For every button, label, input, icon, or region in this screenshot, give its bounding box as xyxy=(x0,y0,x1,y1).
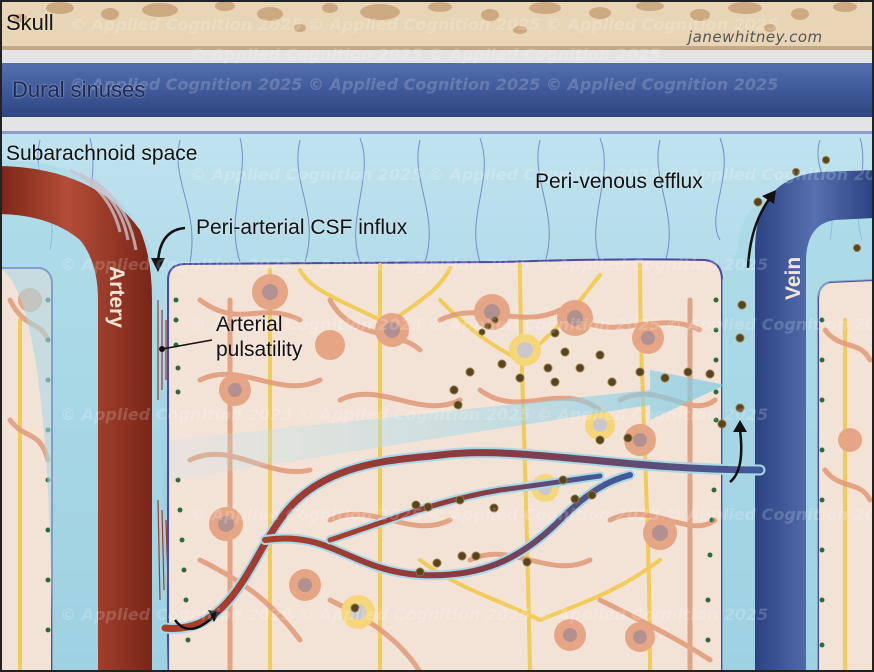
svg-text:© Applied Cognition 2025 © App: © Applied Cognition 2025 © Applied Cogni… xyxy=(190,315,874,334)
efflux-arrow-top xyxy=(746,197,772,269)
vein xyxy=(755,170,874,672)
efflux-arrow-bottom xyxy=(729,429,743,483)
subarachnoid-space-label: Subarachnoid space xyxy=(6,142,198,165)
glymphatic-flow-arrow xyxy=(170,370,725,480)
vein-label-text: Vein xyxy=(782,256,805,300)
svg-text:© Applied Cognition 2025 © App: © Applied Cognition 2025 © Applied Cogni… xyxy=(70,15,778,34)
solute-particles xyxy=(350,156,861,613)
arterial-pulsatility-line1: Arterial xyxy=(216,313,283,336)
brain-parenchyma-center xyxy=(167,258,723,672)
svg-text:© Applied Cognition 2025 © App: © Applied Cognition 2025 © Applied Cogni… xyxy=(190,165,874,184)
flow-arrows xyxy=(156,197,772,630)
artery-label-text: Artery xyxy=(105,266,128,328)
svg-text:© Applied Cognition 2025 © App: © Applied Cognition 2025 © Applied Cogni… xyxy=(60,605,768,624)
peri-arterial-influx-label: Peri-arterial CSF influx xyxy=(196,216,408,239)
peri-venous-efflux-label: Peri-venous efflux xyxy=(535,170,703,193)
svg-text:© Applied Cognition 2025 © App: © Applied Cognition 2025 © Applied Cogni… xyxy=(70,75,778,94)
watermark: © Applied Cognition 2025 © Applied Cogni… xyxy=(60,15,874,624)
arterial-pulsatility-line2: pulsatility xyxy=(216,338,303,361)
svg-text:© Applied Cognition 2025 © App: © Applied Cognition 2025 © Applied Cogni… xyxy=(190,45,660,64)
skull-label: Skull xyxy=(6,10,54,35)
vein-label: Vein xyxy=(782,257,806,300)
pulsatility-leader xyxy=(161,339,213,350)
arterial-pulsatility-label: Arterial pulsatility xyxy=(216,312,302,362)
skull-pores xyxy=(13,1,857,34)
artery-label: Artery xyxy=(104,266,128,328)
dural-sinus xyxy=(0,63,874,117)
artery xyxy=(0,166,152,672)
artist-signature: janewhitney.com xyxy=(688,28,823,46)
influx-arrow xyxy=(156,226,186,263)
dural-sinuses-label: Dural sinuses xyxy=(12,77,146,102)
capillary-inflow-arrow xyxy=(174,614,216,630)
svg-text:© Applied Cognition 2025 © App: © Applied Cognition 2025 © Applied Cogni… xyxy=(190,505,874,524)
svg-text:© Applied Cognition 2025 © App: © Applied Cognition 2025 © Applied Cogni… xyxy=(60,255,768,274)
svg-text:© Applied Cognition 2025 © App: © Applied Cognition 2025 © Applied Cogni… xyxy=(60,405,768,424)
